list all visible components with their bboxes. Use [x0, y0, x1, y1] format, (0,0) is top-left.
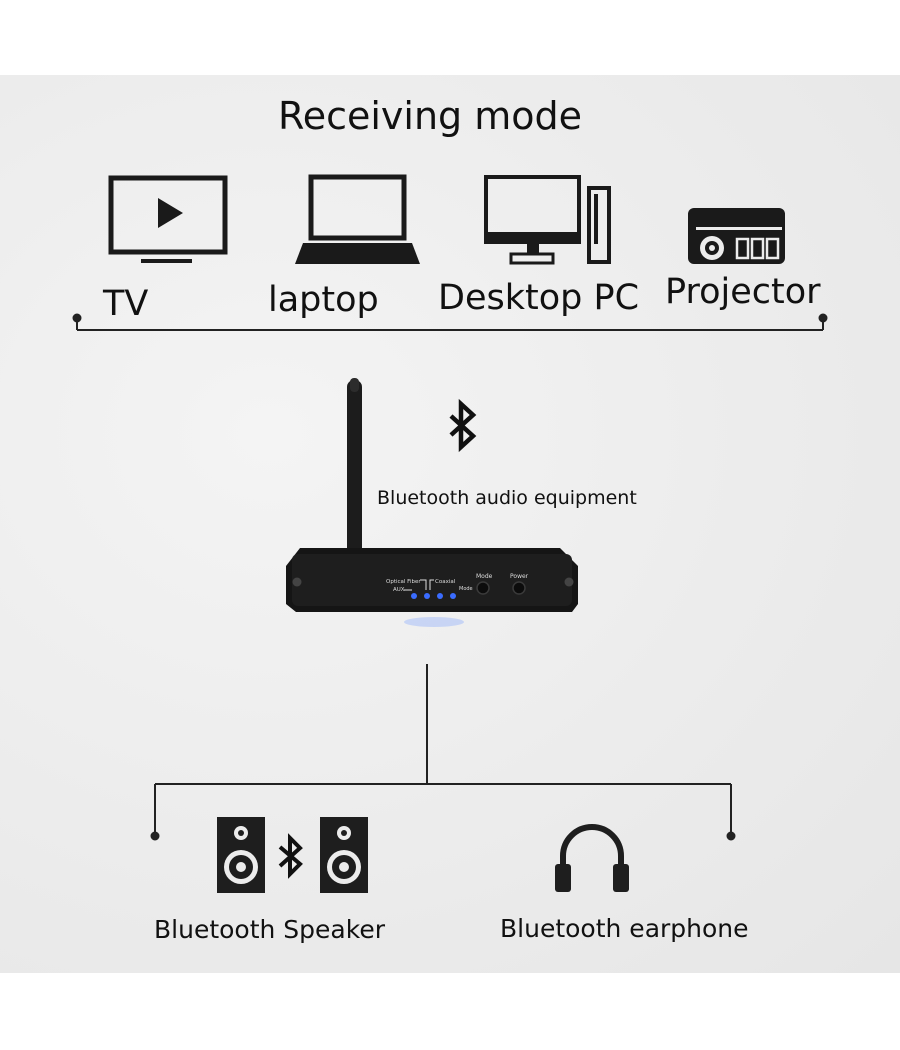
device-label: Bluetooth audio equipment: [377, 487, 637, 509]
laptop-icon: [295, 174, 420, 264]
tv-icon: [108, 175, 228, 263]
projector-icon: [688, 208, 785, 264]
speaker-icon: [217, 817, 368, 893]
source-label-laptop: laptop: [268, 280, 379, 320]
source-label-tv: TV: [103, 284, 149, 324]
output-label-speaker: Bluetooth Speaker: [154, 915, 385, 944]
power-button: [512, 581, 526, 595]
output-connector: [150, 664, 736, 841]
speaker-bluetooth-icon: [278, 833, 303, 879]
source-label-projector: Projector: [665, 272, 821, 312]
panel-label-mode: Mode: [476, 573, 493, 580]
headphones-icon: [555, 824, 629, 892]
panel-label-mode-small: Mode: [459, 586, 473, 592]
mode-button: [476, 581, 490, 595]
panel-label-coaxial: Coaxial: [435, 579, 456, 585]
bluetooth-icon: [449, 398, 477, 453]
output-label-earphone: Bluetooth earphone: [500, 914, 749, 943]
panel-label-power: Power: [510, 573, 529, 580]
desktop-pc-icon: [484, 175, 611, 265]
panel-label-optical: Optical Fiber: [386, 579, 421, 585]
page-title: Receiving mode: [278, 94, 582, 138]
source-label-desktop-pc: Desktop PC: [438, 278, 640, 318]
bluetooth-receiver-device: Optical Fiber AUX Coaxial Mode Mode Powe…: [286, 378, 578, 627]
source-bracket: [72, 313, 828, 331]
panel-label-aux: AUX: [393, 587, 405, 593]
status-leds: [411, 593, 456, 599]
